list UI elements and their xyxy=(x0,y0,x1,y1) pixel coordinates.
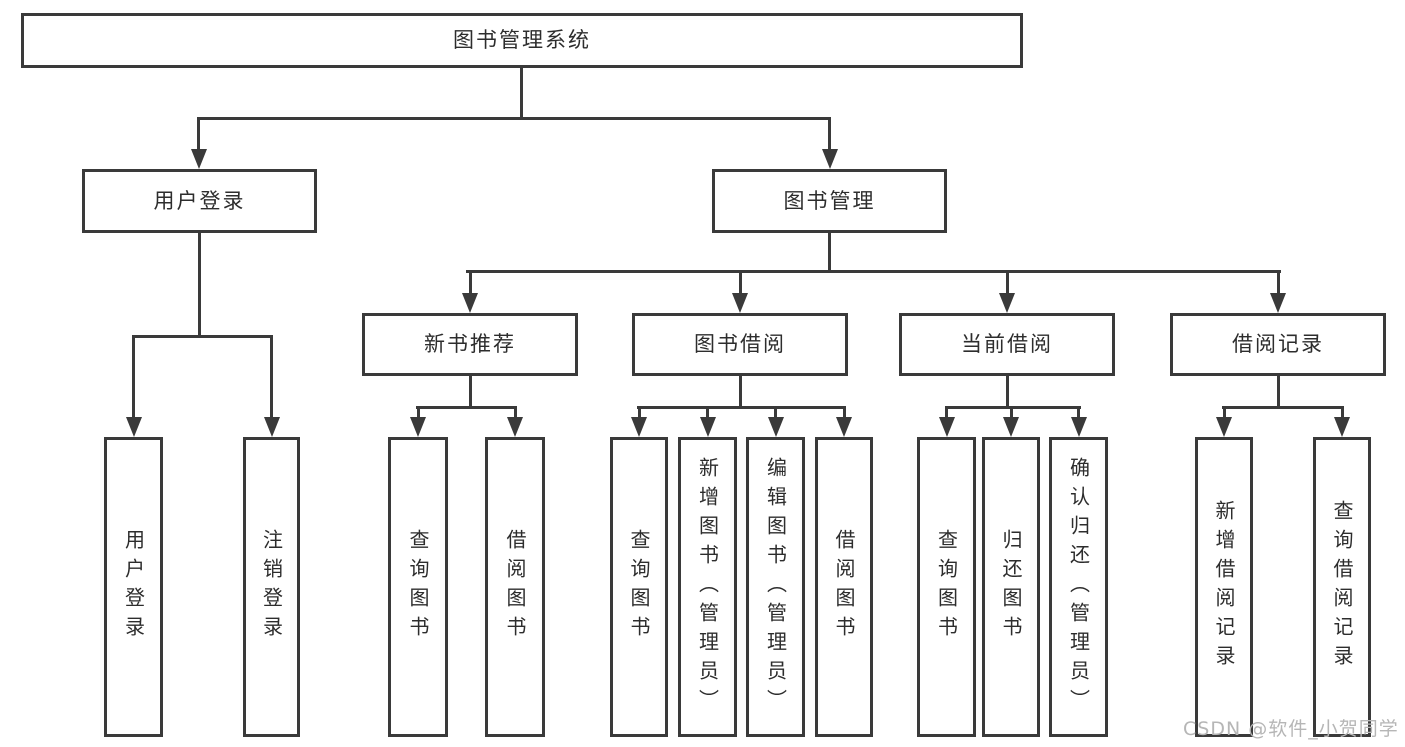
leaf-add-books-admin: 新增图书（管理员） xyxy=(678,437,737,737)
connector-current-borrow-rail xyxy=(945,406,1081,409)
arrow-down-icon xyxy=(191,149,207,169)
connector-new-book-rec-stub xyxy=(469,376,472,409)
node-current-borrow: 当前借阅 xyxy=(899,313,1115,376)
connector-to-borrow-records xyxy=(1277,270,1280,294)
connector-leaf-drop xyxy=(774,406,777,418)
connector-to-book-mgmt xyxy=(828,117,831,150)
connector-to-user-login xyxy=(197,117,200,150)
connector-leaf-drop xyxy=(638,406,641,418)
node-book-borrow: 图书借阅 xyxy=(632,313,848,376)
connector-user-login-rail xyxy=(132,335,273,338)
arrow-down-icon xyxy=(410,417,426,437)
arrow-down-icon xyxy=(1270,293,1286,313)
connector-leaf-drop xyxy=(945,406,948,418)
connector-to-leaf-logout xyxy=(270,335,273,418)
connector-current-borrow-stub xyxy=(1006,376,1009,409)
connector-to-current-borrow xyxy=(1006,270,1009,294)
leaf-query-books-rec: 查询图书 xyxy=(388,437,448,737)
arrow-down-icon xyxy=(1003,417,1019,437)
leaf-user-login: 用户登录 xyxy=(104,437,163,737)
arrow-down-icon xyxy=(631,417,647,437)
leaf-edit-books-admin: 编辑图书（管理员） xyxy=(746,437,805,737)
arrow-down-icon xyxy=(264,417,280,437)
leaf-add-borrow-record: 新增借阅记录 xyxy=(1195,437,1253,737)
connector-leaf-drop xyxy=(1223,406,1226,418)
connector-root-rail xyxy=(197,117,831,120)
arrow-down-icon xyxy=(1334,417,1350,437)
leaf-confirm-return-admin: 确认归还（管理员） xyxy=(1049,437,1108,737)
connector-book-mgmt-stub xyxy=(828,233,831,273)
node-book-management: 图书管理 xyxy=(712,169,947,233)
connector-book-borrow-stub xyxy=(739,376,742,409)
connector-leaf-drop xyxy=(1010,406,1013,418)
connector-book-mgmt-rail xyxy=(466,270,1281,273)
arrow-down-icon xyxy=(939,417,955,437)
leaf-logout: 注销登录 xyxy=(243,437,300,737)
connector-leaf-drop xyxy=(706,406,709,418)
node-user-login: 用户登录 xyxy=(82,169,317,233)
connector-root-stub xyxy=(520,68,523,120)
arrow-down-icon xyxy=(732,293,748,313)
connector-to-new-book-rec xyxy=(469,270,472,294)
leaf-return-books: 归还图书 xyxy=(982,437,1040,737)
node-root: 图书管理系统 xyxy=(21,13,1023,68)
leaf-query-borrow-record: 查询借阅记录 xyxy=(1313,437,1371,737)
arrow-down-icon xyxy=(507,417,523,437)
leaf-query-books-current: 查询图书 xyxy=(917,437,976,737)
connector-leaf-drop xyxy=(1341,406,1344,418)
connector-user-login-stub xyxy=(198,233,201,337)
arrow-down-icon xyxy=(822,149,838,169)
connector-new-book-rec-rail xyxy=(416,406,517,409)
arrow-down-icon xyxy=(1071,417,1087,437)
arrow-down-icon xyxy=(126,417,142,437)
leaf-borrow-books-rec: 借阅图书 xyxy=(485,437,545,737)
leaf-borrow-books-borrow: 借阅图书 xyxy=(815,437,873,737)
arrow-down-icon xyxy=(836,417,852,437)
arrow-down-icon xyxy=(462,293,478,313)
connector-leaf-drop xyxy=(514,406,517,418)
arrow-down-icon xyxy=(1216,417,1232,437)
connector-leaf-drop xyxy=(1077,406,1080,418)
node-borrow-records: 借阅记录 xyxy=(1170,313,1386,376)
leaf-query-books-borrow: 查询图书 xyxy=(610,437,668,737)
connector-leaf-drop xyxy=(843,406,846,418)
connector-borrow-records-rail xyxy=(1222,406,1344,409)
connector-to-book-borrow xyxy=(739,270,742,294)
connector-to-leaf-user-login xyxy=(132,335,135,418)
arrow-down-icon xyxy=(700,417,716,437)
arrow-down-icon xyxy=(768,417,784,437)
arrow-down-icon xyxy=(999,293,1015,313)
connector-borrow-records-stub xyxy=(1277,376,1280,409)
connector-book-borrow-rail xyxy=(637,406,846,409)
connector-leaf-drop xyxy=(417,406,420,418)
csdn-watermark: CSDN @软件_小贺同学 xyxy=(1183,718,1399,740)
node-new-book-recommend: 新书推荐 xyxy=(362,313,578,376)
